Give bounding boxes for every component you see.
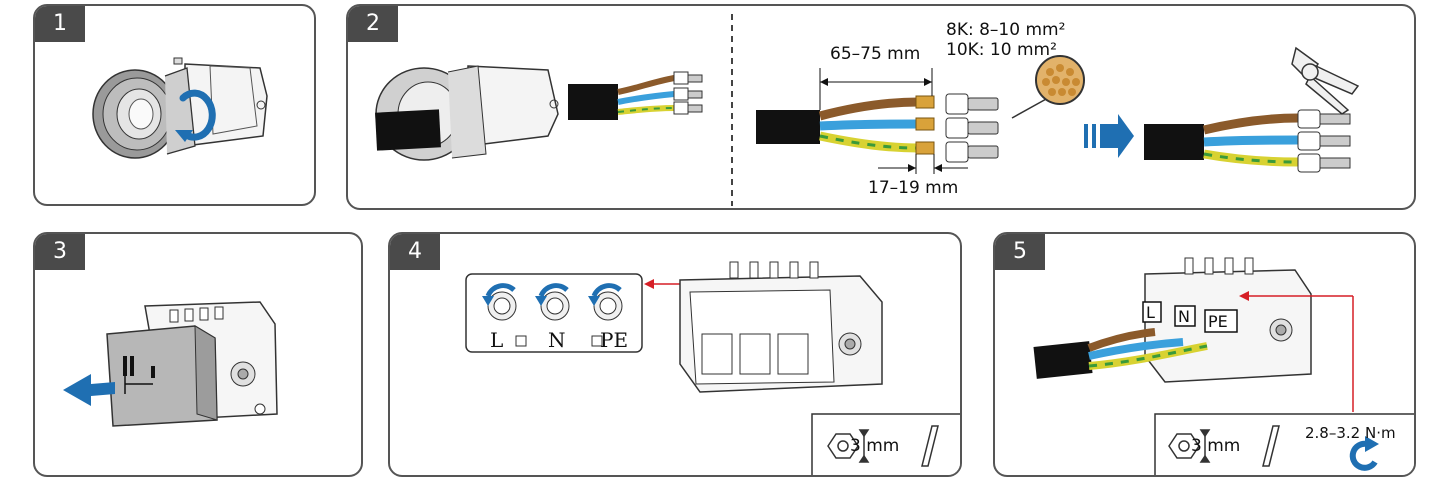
tighten-rotate-icon bbox=[1349, 436, 1379, 471]
cable-preparation-illustration bbox=[375, 14, 1360, 206]
terminal-label-pe: PE bbox=[600, 328, 629, 352]
pull-left-arrow-icon bbox=[63, 374, 115, 406]
ferrules bbox=[945, 93, 999, 163]
torque-label: 2.8–3.2 N·m bbox=[1305, 424, 1396, 442]
wire-size-10k-label: 10K: 10 mm² bbox=[946, 40, 1057, 60]
step-1-panel: 1 bbox=[33, 4, 316, 206]
step-2-panel: 2 bbox=[346, 4, 1416, 210]
terminal-label-pe: PE bbox=[1208, 312, 1228, 331]
step-5-badge: 5 bbox=[995, 234, 1045, 270]
connector-unscrew-illustration bbox=[92, 57, 268, 159]
tool-size-label: 3 mm bbox=[1191, 436, 1241, 456]
crimping-tool-icon bbox=[1291, 46, 1360, 115]
step-5-panel: 5 bbox=[993, 232, 1416, 477]
wire-connection-illustration bbox=[1033, 257, 1414, 475]
hex-key-icon bbox=[1168, 425, 1280, 467]
ferrule-length-label: 17–19 mm bbox=[868, 178, 959, 198]
step-3-badge: 3 bbox=[35, 234, 85, 270]
step-4-panel: 4 bbox=[388, 232, 962, 477]
terminal-loosen-illustration bbox=[465, 261, 960, 475]
terminal-screws bbox=[487, 291, 623, 321]
step-3-panel: 3 bbox=[33, 232, 363, 477]
tool-size-label: 3 mm bbox=[850, 436, 900, 456]
wire-size-8k-label: 8K: 8–10 mm² bbox=[946, 20, 1066, 40]
step-1-badge: 1 bbox=[35, 6, 85, 42]
terminal-label-l: L bbox=[490, 328, 504, 352]
strip-length-label: 65–75 mm bbox=[830, 44, 921, 64]
step-2-badge: 2 bbox=[348, 6, 398, 42]
hex-key-icon bbox=[827, 425, 939, 467]
remove-cover-illustration bbox=[63, 301, 278, 427]
rotate-arrow-icon bbox=[179, 89, 216, 141]
terminal-label-l: L bbox=[1146, 303, 1155, 322]
terminal-label-n: N bbox=[1178, 307, 1190, 326]
terminal-label-n: N bbox=[548, 328, 566, 352]
step-4-badge: 4 bbox=[390, 234, 440, 270]
next-step-arrow-icon bbox=[1084, 114, 1134, 158]
